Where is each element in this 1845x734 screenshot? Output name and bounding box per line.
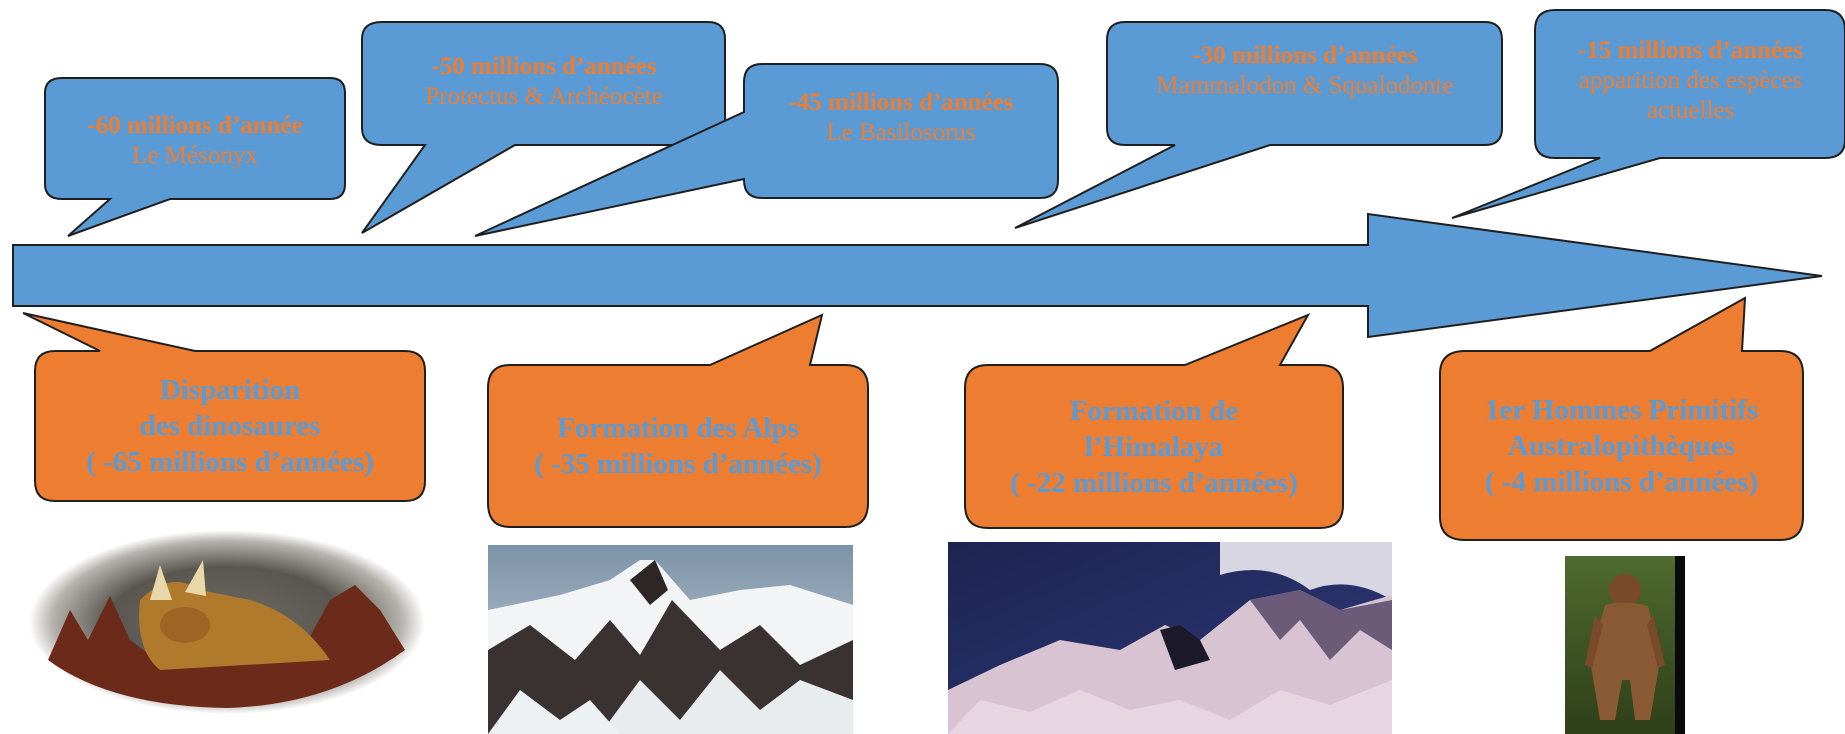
callout-bubble-especes <box>1451 9 1845 219</box>
event-date: -30 millions d’années <box>1192 42 1418 69</box>
event-line: Disparition <box>159 374 301 406</box>
event-line: Australopithèques <box>1507 429 1736 462</box>
event-description: Le Mésonyx <box>132 142 258 169</box>
triceratops-dinosaur-image <box>29 530 425 714</box>
event-mammalodon: -30 millions d’années Mammalodon & Squal… <box>1110 26 1500 116</box>
event-date: -50 millions d’années <box>431 53 657 80</box>
event-date: -45 millions d’années <box>788 89 1014 116</box>
alps-mountains-image <box>488 545 853 734</box>
event-disparition-dinosaures: Disparition des dinosaures ( -65 million… <box>38 354 422 498</box>
timeline-arrow <box>12 212 1823 339</box>
callout-bubble-himalaya <box>964 312 1344 529</box>
event-line: ( -65 millions d’années) <box>86 446 374 478</box>
event-description: Protectus & Archéocète <box>425 83 663 110</box>
event-description: Le Basilosorus <box>826 119 976 146</box>
event-line: 1er Hommes Primitifs <box>1484 393 1759 426</box>
event-line: ( -4 millions d’années) <box>1484 465 1759 498</box>
australopithecus-image <box>1565 556 1685 734</box>
event-line: Formation de <box>1069 394 1239 427</box>
event-formation-himalaya: Formation de l’Himalaya ( -22 millions d… <box>968 368 1340 525</box>
event-date: -15 millions d’années <box>1577 37 1804 64</box>
callout-bubble-alps <box>487 313 869 528</box>
event-protectus: -50 millions d’années Protectus & Archéo… <box>365 40 723 124</box>
event-date: -60 millions d’année <box>87 112 303 139</box>
event-description: apparition des espèces actuelles <box>1578 67 1803 124</box>
event-especes-actuelles: -15 millions d’années apparition des esp… <box>1538 26 1843 136</box>
callout-bubble-dinosaures <box>22 312 426 502</box>
callout-bubble-mesonyx <box>44 77 346 237</box>
event-description: Mammalodon & Squalodonte <box>1156 72 1454 99</box>
event-line: l’Himalaya <box>1084 430 1224 463</box>
event-mesonyx: -60 millions d’année Le Mésonyx <box>48 86 342 196</box>
callout-bubble-protectus <box>361 21 726 234</box>
event-line: des dinosaures <box>139 410 321 442</box>
event-line: ( -22 millions d’années) <box>1010 466 1298 499</box>
callout-bubble-mammalodon <box>1014 21 1503 229</box>
event-hommes-primitifs: 1er Hommes Primitifs Australopithèques (… <box>1443 354 1800 537</box>
himalaya-mountains-image <box>948 542 1392 734</box>
callout-bubble-basilosorus <box>474 63 1059 237</box>
event-formation-alps: Formation des Alps ( -35 millions d’anné… <box>491 368 865 524</box>
event-line: ( -35 millions d’années) <box>534 448 822 480</box>
event-basilosorus: -45 millions d’années Le Basilosorus <box>748 78 1054 158</box>
callout-bubble-australopitheques <box>1439 296 1804 541</box>
event-line: Formation des Alps <box>557 412 799 444</box>
